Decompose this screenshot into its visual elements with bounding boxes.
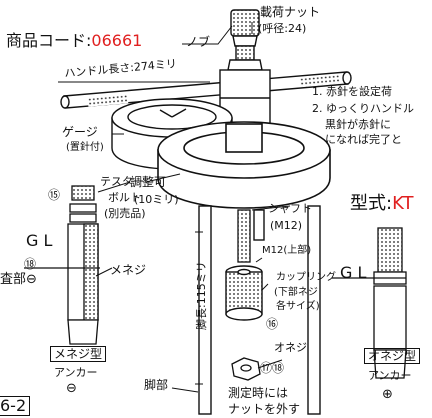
badge-15-left: ⑮ bbox=[48, 188, 61, 202]
female-thread-label: メネジ bbox=[110, 263, 147, 277]
instruction-line-3: 黒針が赤針に bbox=[325, 118, 391, 131]
load-nut-label: 載荷ナット bbox=[260, 5, 321, 19]
load-nut-diameter: (呼径:24) bbox=[258, 22, 307, 35]
code-value: 06661 bbox=[91, 31, 143, 50]
anchor-left-label: アンカー bbox=[54, 366, 98, 379]
male-nut-label: オネジ bbox=[274, 341, 307, 354]
coupling bbox=[225, 265, 263, 321]
model-label-text: 型式: bbox=[350, 193, 393, 214]
male-thread-type: オネジ型 bbox=[364, 348, 421, 364]
page-number: 6-2 bbox=[0, 396, 31, 416]
nut-note-2: ナットを外す bbox=[228, 402, 301, 416]
gl-left-label: G L bbox=[26, 231, 53, 250]
anchor-right-label: アンカー bbox=[368, 369, 412, 382]
gauge-label: ゲージ bbox=[62, 125, 98, 139]
adjustable-range: (10ミリ) bbox=[134, 193, 179, 206]
model-label: 型式:KT bbox=[350, 195, 413, 213]
instruction-line-1: 1. 赤針を設定荷 bbox=[312, 85, 392, 98]
coupling-sub-1: (下部ネジ bbox=[274, 287, 318, 298]
leader-lines bbox=[58, 22, 291, 393]
model-value: KT bbox=[392, 193, 414, 214]
m12-upper-label: M12(上部) bbox=[262, 245, 312, 256]
gl-lines bbox=[24, 267, 406, 279]
right-anchor bbox=[373, 227, 407, 379]
coupling-label: カップリング bbox=[276, 272, 336, 283]
instruction-line-2: 2. ゆっくりハンドル bbox=[312, 102, 414, 115]
adjustable-label: 調整可 bbox=[130, 175, 167, 189]
legs bbox=[198, 205, 321, 415]
minus-symbol: ⊖ bbox=[66, 381, 77, 396]
inspection-section-label: 査部⊖ bbox=[0, 272, 37, 287]
tester-bolt-label-1: テスター bbox=[100, 175, 144, 188]
knob-label: ノブ bbox=[186, 35, 211, 49]
leg-label: 脚部 bbox=[144, 378, 169, 392]
badge-17-18: ⑰⑱ bbox=[260, 361, 285, 375]
gl-right-label: G L bbox=[340, 263, 367, 282]
gauge-sublabel: (置針付) bbox=[66, 142, 104, 153]
product-code-label: 商品コード:06661 bbox=[6, 33, 142, 49]
coupling-sub-2: 各サイズ) bbox=[276, 301, 320, 312]
shaft bbox=[237, 209, 251, 263]
female-thread-type: メネジ型 bbox=[50, 346, 107, 362]
left-anchor bbox=[67, 185, 99, 345]
leg-length-label: 脚長:115ミリ bbox=[195, 261, 208, 330]
body-disk bbox=[157, 121, 331, 209]
leg-dimension bbox=[195, 231, 203, 385]
code-label-text: 商品コード: bbox=[6, 31, 92, 50]
shaft-label: シャフト bbox=[268, 202, 312, 215]
tester-bolt-label-2: ボルト bbox=[108, 191, 141, 204]
badge-16: ⑯ bbox=[266, 317, 279, 331]
shaft-size: (M12) bbox=[270, 219, 303, 232]
instruction-line-4: になれば完了と bbox=[325, 133, 402, 146]
nut-note-1: 測定時には bbox=[228, 386, 289, 400]
tester-bolt-label-3: (別売品) bbox=[104, 207, 146, 220]
badge-18-left: ⑱ bbox=[24, 257, 37, 271]
plus-symbol: ⊕ bbox=[382, 387, 393, 402]
nut bbox=[231, 357, 261, 381]
